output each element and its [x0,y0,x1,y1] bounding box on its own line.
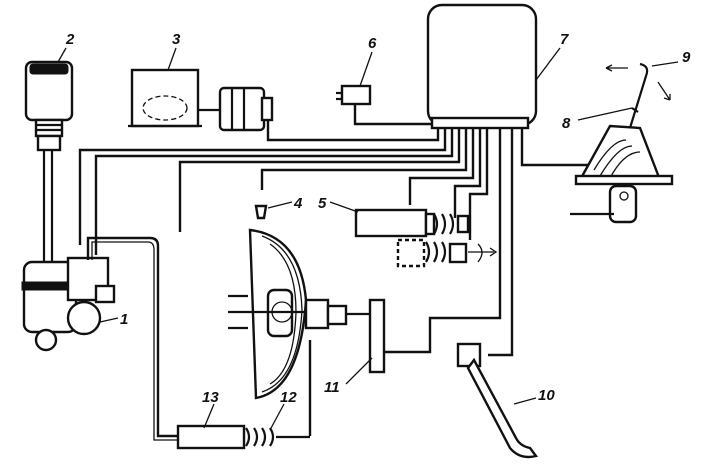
clutch-travel-sensor [368,298,386,374]
clutch-pedal [456,342,539,459]
label-7: 7 [560,31,569,48]
hydraulic-line [86,236,312,441]
fluid-reservoir [24,60,74,262]
label-13: 13 [202,389,219,406]
label-8: 8 [562,115,571,132]
label-6: 6 [368,35,377,52]
clutch-assembly [228,204,374,400]
label-5: 5 [318,195,327,212]
gearbox-sensor [128,68,274,132]
speed-sensor [336,84,372,106]
label-3: 3 [172,31,181,48]
wiring-harness [78,100,600,357]
label-4: 4 [293,195,303,212]
gear-shift-lever [570,62,674,224]
label-2: 2 [65,31,75,48]
pump-unit [21,256,116,352]
label-10: 10 [538,387,555,404]
label-1: 1 [120,311,128,328]
control-unit [426,3,538,130]
label-12: 12 [280,389,297,406]
label-11: 11 [324,379,340,396]
clutch-actuator-valve [354,208,498,268]
label-9: 9 [682,49,691,66]
slave-cylinder [176,424,310,450]
leader-lines [57,47,679,431]
callout-labels: 1 2 3 4 5 6 7 8 9 10 11 12 13 [65,31,691,406]
